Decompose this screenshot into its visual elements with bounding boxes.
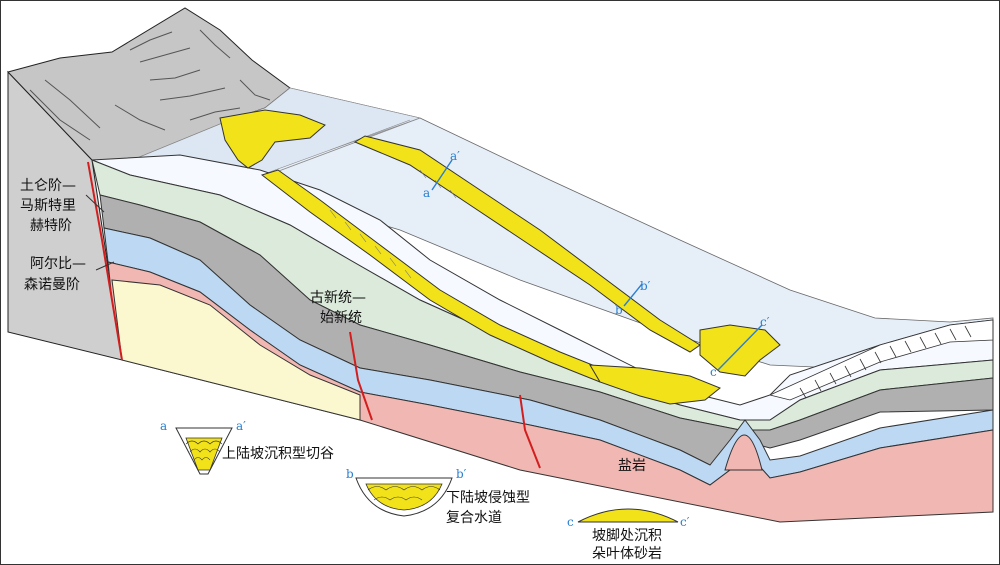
leader-turonian xyxy=(85,194,105,213)
legend-lower-label-1: 下陆坡侵蚀型 xyxy=(446,489,530,506)
legend-upper-label: 上陆坡沉积型切谷 xyxy=(222,446,334,462)
layer-cream xyxy=(111,279,361,421)
mountain-hatching xyxy=(29,29,271,141)
label-salt: 盐岩 xyxy=(618,458,646,474)
label-paleocene-2: 始新统 xyxy=(320,310,362,326)
right-band-hatch xyxy=(799,325,972,399)
section-lines xyxy=(431,159,763,371)
section-b-label: b xyxy=(615,303,623,317)
leader-albian xyxy=(95,261,115,271)
section-line-a xyxy=(431,159,453,191)
legend-a-prime: a′ xyxy=(236,419,246,433)
legend-toe-label-2: 朵叶体砂岩 xyxy=(592,546,662,562)
legend-c-prime: c′ xyxy=(680,515,690,529)
channel-hatching xyxy=(329,169,457,279)
section-a-label: a xyxy=(423,186,430,200)
toe-lobe xyxy=(589,364,721,405)
legend-a: a xyxy=(160,419,167,433)
fault-3 xyxy=(519,394,541,469)
legend-toe-label-1: 坡脚处沉积 xyxy=(592,528,662,544)
legend-lower-channel: b b′ 下陆坡侵蚀型 复合水道 xyxy=(346,467,530,526)
legend-upper-valley: a a′ 上陆坡沉积型切谷 xyxy=(160,419,334,475)
section-b-prime-label: b′ xyxy=(640,279,651,293)
grid-line-2 xyxy=(329,119,411,151)
shelf-lobe xyxy=(219,109,326,169)
strat-labels: 土仑阶— 马斯特里 赫特阶 阿尔比— 森诺曼阶 古新统— 始新统 盐岩 xyxy=(20,178,646,474)
right-lobe xyxy=(699,324,781,377)
label-paleocene-1: 古新统— xyxy=(310,290,366,306)
label-turonian-3: 赫特阶 xyxy=(30,218,72,234)
section-line-c xyxy=(717,324,763,371)
label-turonian-2: 马斯特里 xyxy=(20,198,76,214)
faults xyxy=(87,161,541,469)
fault-2 xyxy=(349,331,373,421)
section-c-label: c xyxy=(710,365,717,379)
section-line-b xyxy=(623,283,643,307)
legend-lower-label-2: 复合水道 xyxy=(446,509,502,526)
salt-dome xyxy=(724,434,763,471)
label-albian-1: 阿尔比— xyxy=(30,256,86,272)
legend-b: b xyxy=(346,467,354,481)
legend-b-prime: b′ xyxy=(456,467,467,481)
fault-1 xyxy=(87,161,123,361)
section-c-prime-label: c′ xyxy=(760,315,770,329)
legend-toe-lobe: c c′ 坡脚处沉积 朵叶体砂岩 xyxy=(567,508,690,562)
label-albian-2: 森诺曼阶 xyxy=(24,277,80,293)
legend-c: c xyxy=(567,515,574,529)
section-a-prime-label: a′ xyxy=(450,149,460,163)
label-turonian-1: 土仑阶— xyxy=(20,178,76,194)
sand-systems xyxy=(219,109,781,405)
